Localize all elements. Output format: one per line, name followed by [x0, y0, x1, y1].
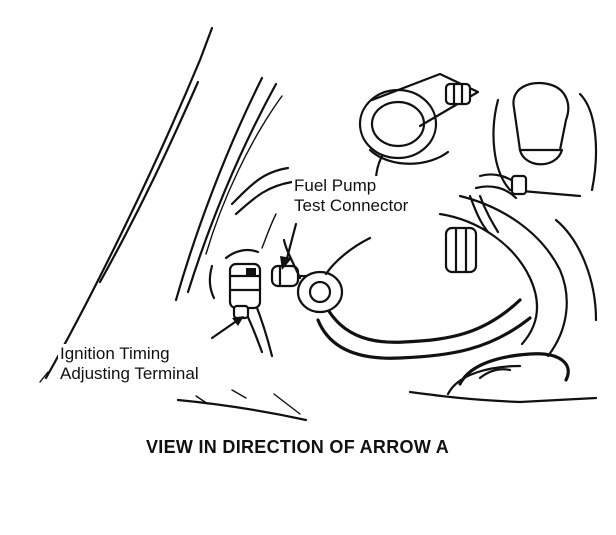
fuel-pump-label-line2: Test Connector — [294, 196, 409, 215]
bottom-detail-lines — [176, 389, 308, 422]
ignition-terminal-connector — [228, 262, 262, 320]
ignition-timing-terminal-label: Ignition Timing Adjusting Terminal — [58, 344, 201, 384]
fuel-pump-label-line1: Fuel Pump — [294, 176, 377, 195]
fuel-pump-test-connector-label: Fuel Pump Test Connector — [292, 176, 411, 216]
leader-arrow-fuel-pump — [280, 222, 298, 270]
leader-line-fuel-pump-right — [324, 236, 372, 276]
reservoir-cap — [492, 81, 598, 198]
right-housing — [438, 194, 598, 358]
top-cylinder-component — [358, 72, 480, 182]
leader-arrow-ignition — [210, 316, 244, 340]
hose-and-coupler — [282, 238, 532, 360]
ignition-label-line1: Ignition Timing — [60, 344, 170, 363]
upper-tube — [474, 173, 528, 200]
ignition-label-line2: Adjusting Terminal — [60, 364, 199, 383]
fender-edge-lines — [39, 26, 283, 383]
bottom-right-loop — [408, 352, 598, 404]
view-caption: VIEW IN DIRECTION OF ARROW A — [146, 437, 450, 457]
